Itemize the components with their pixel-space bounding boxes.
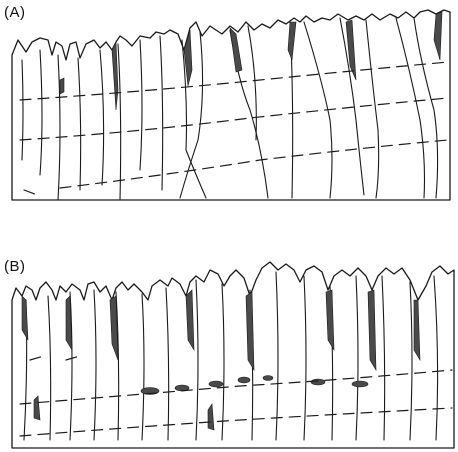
panel-b-infill [368,290,376,370]
panel-b-pore [311,379,325,385]
panel-a-fracture [58,55,60,200]
panel-b-fracture [166,288,169,440]
panel-a-infill [230,28,242,72]
panel-b-drawing [12,262,454,448]
panel-b-dashed-band [20,408,452,436]
panel-b-fracture [276,272,278,440]
panel-b-infill [326,290,334,350]
panel-a-fracture [100,50,104,185]
panel-a-fracture [396,18,425,198]
panel-b-fracture [434,276,438,440]
panel-a-dashed-band [24,190,40,196]
panel-a-fracture [78,58,81,190]
panel-b-dashed-band [66,356,80,360]
panel-a-fracture [366,20,379,198]
panel-b-pore [263,376,273,381]
panel-a-infill [434,12,442,60]
panel-a-dashed-band [20,98,448,140]
panel-b-infill [186,290,194,350]
panel-b-fracture [382,276,385,440]
panel-a-fracture [160,36,163,190]
panel-b-pore [209,381,223,387]
panel-b-infill [414,300,420,360]
panel-b-infill [246,292,254,370]
panel-a-fracture [140,40,142,170]
panel-b-fracture [410,282,412,440]
panel-a-fracture [248,26,256,140]
panel-b-infill [208,404,214,430]
panel-b-fracture [94,290,96,440]
panel-b-fracture [48,296,51,440]
panel-b-fracture [196,280,198,440]
panel-a-fracture [40,50,42,175]
panel-b-infill [22,296,28,340]
panel-b-dashed-band [20,370,452,404]
panel-b-fracture [142,294,144,440]
panel-a-infill [60,78,64,94]
panel-a-infill [288,22,296,60]
panel-a-fracture [118,44,121,200]
panel-b-pore [352,381,368,387]
panel-b-outline [12,262,454,448]
panel-a-infill [112,42,118,110]
panel-b-fracture [356,276,358,440]
panel-b-fracture [304,276,306,440]
panel-a-drawing [12,10,450,200]
panel-b-pore [238,377,250,383]
panel-b-infill [34,396,40,420]
panel-b-fracture [222,284,224,440]
panel-b-dashed-band [30,356,44,360]
panel-a-dashed-band [60,140,448,188]
panel-a-fracture [22,60,23,160]
panel-a-dashed-band [20,62,448,100]
